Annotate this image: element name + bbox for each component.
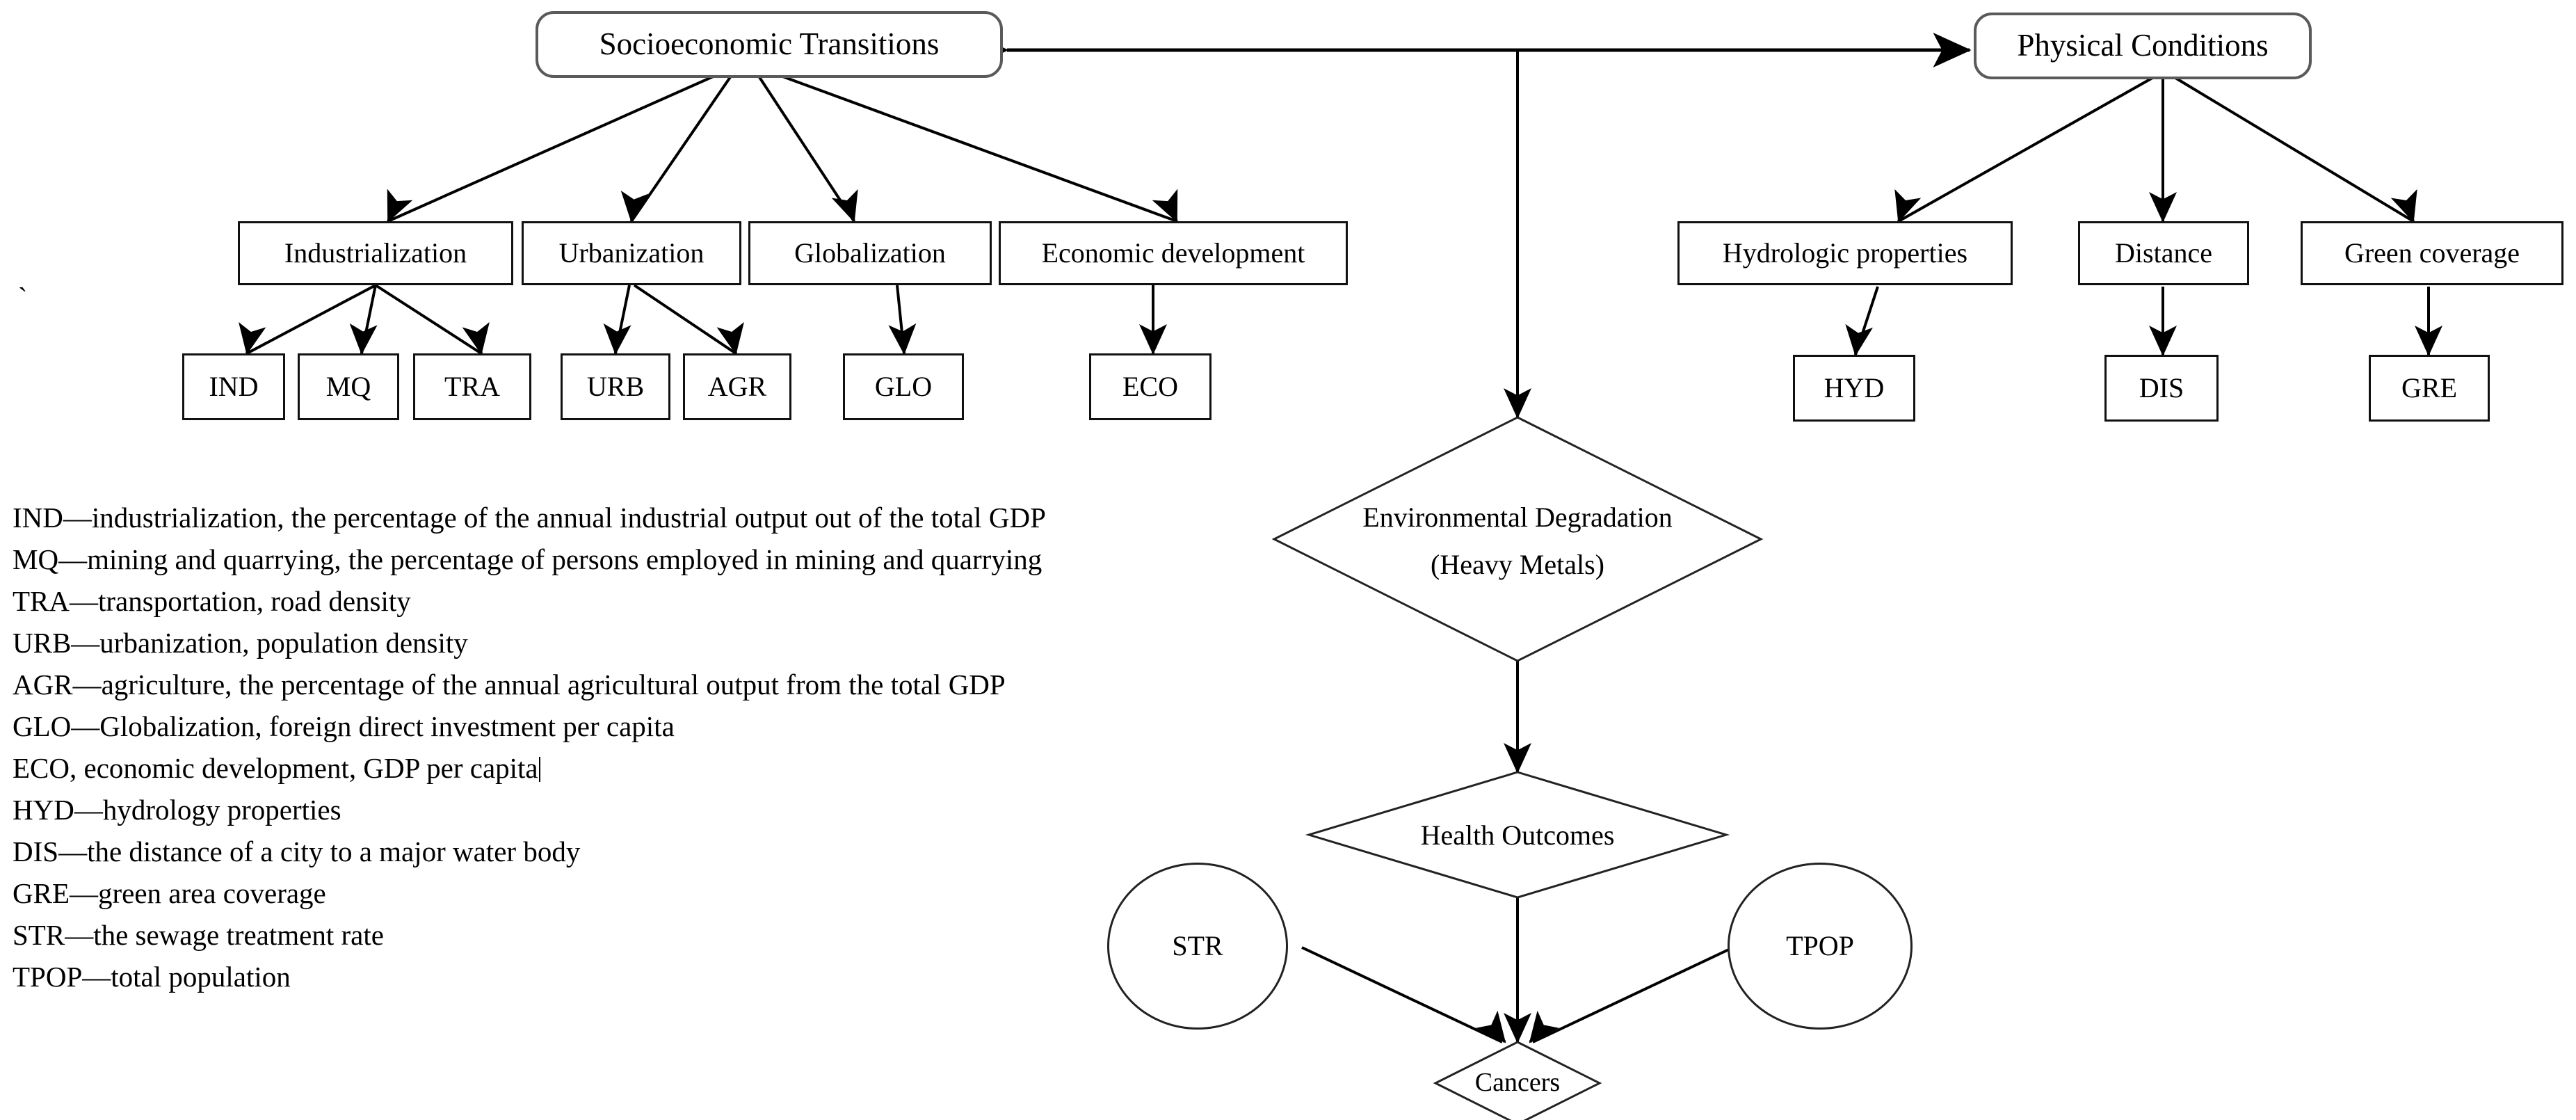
node-economic-development[interactable]: Economic development [999, 221, 1348, 285]
node-label-line1: Environmental Degradation [1362, 502, 1673, 533]
node-label: ECO [1122, 371, 1178, 402]
connector-socio-to-urbanization [630, 74, 733, 223]
node-label: TPOP [1786, 930, 1854, 961]
node-urbanization[interactable]: Urbanization [522, 221, 741, 285]
node-code-urb[interactable]: URB [561, 353, 670, 420]
node-environmental-degradation[interactable]: Environmental Degradation (Heavy Metals) [1274, 499, 1761, 583]
node-label: Urbanization [558, 237, 705, 269]
node-label: AGR [707, 371, 767, 402]
node-label: Cancers [1474, 1068, 1561, 1098]
legend-item: IND—industrialization, the percentage of… [13, 502, 1046, 534]
node-code-gre[interactable]: GRE [2369, 355, 2490, 422]
node-globalization[interactable]: Globalization [748, 221, 992, 285]
legend-item: DIS—the distance of a city to a major wa… [13, 835, 581, 867]
connector-str-to-cancers [1301, 946, 1503, 1043]
node-circle-tpop[interactable]: TPOP [1728, 863, 1913, 1030]
node-label: URB [586, 371, 645, 402]
legend-block: IND—industrialization, the percentage of… [13, 504, 1264, 1005]
node-label: STR [1172, 930, 1223, 961]
legend-item: STR—the sewage treatment rate [13, 919, 384, 951]
node-code-tra[interactable]: TRA [413, 353, 531, 420]
node-socioeconomic-transitions[interactable]: Socioeconomic Transitions [536, 11, 1003, 78]
node-label: Socioeconomic Transitions [599, 26, 940, 62]
connector-socio-to-globalization [757, 74, 855, 223]
connector-socio-to-economic-development [778, 74, 1177, 223]
node-hydrologic-properties[interactable]: Hydrologic properties [1677, 221, 2013, 285]
node-green-coverage[interactable]: Green coverage [2301, 221, 2563, 285]
node-label: DIS [2139, 372, 2184, 403]
connector-physical-to-green-coverage [2174, 77, 2415, 223]
node-label: Industrialization [284, 237, 467, 269]
node-label: IND [209, 371, 259, 402]
node-label: Physical Conditions [2017, 28, 2269, 63]
legend-item: GRE—green area coverage [13, 877, 326, 909]
node-label: Economic development [1041, 237, 1305, 269]
node-label: TRA [444, 371, 500, 402]
node-distance[interactable]: Distance [2078, 221, 2249, 285]
connector-industrialization-to-ind [246, 284, 376, 355]
legend-item: MQ—mining and quarrying, the percentage … [13, 543, 1043, 575]
node-code-eco[interactable]: ECO [1089, 353, 1211, 420]
node-label: Globalization [794, 237, 946, 269]
connector-industrialization-to-mq [360, 285, 377, 354]
node-cancers[interactable]: Cancers [1435, 1063, 1600, 1103]
legend-item-text: ECO, economic development, GDP per capit… [13, 752, 538, 784]
node-physical-conditions[interactable]: Physical Conditions [1974, 13, 2312, 79]
legend-item: HYD—hydrology properties [13, 794, 341, 826]
connector-industrialization-to-tra [374, 284, 483, 355]
node-code-dis[interactable]: DIS [2104, 355, 2219, 422]
connector-physical-to-hydrologic [1898, 77, 2153, 223]
legend-item: TPOP—total population [13, 961, 291, 993]
node-code-glo[interactable]: GLO [843, 353, 964, 420]
stray-grave-mark: ` [18, 282, 28, 313]
node-label: Distance [2115, 237, 2212, 269]
node-label: Green coverage [2344, 237, 2520, 269]
node-label: GLO [874, 371, 933, 402]
node-label-line2: (Heavy Metals) [1431, 549, 1604, 580]
node-label: HYD [1824, 372, 1885, 403]
connector-socio-to-industrialization [387, 74, 717, 223]
node-label: GRE [2401, 372, 2457, 403]
legend-item: URB—urbanization, population density [13, 627, 468, 659]
legend-item-with-caret: ECO, economic development, GDP per capit… [13, 754, 1264, 796]
node-code-mq[interactable]: MQ [298, 353, 399, 420]
connector-tpop-to-cancers [1532, 946, 1734, 1043]
connector-globalization-to-glo [896, 285, 905, 354]
text-cursor-caret [538, 757, 540, 782]
connector-urbanization-to-urb [614, 285, 631, 354]
node-health-outcomes[interactable]: Health Outcomes [1309, 815, 1726, 856]
legend-item: AGR—agriculture, the percentage of the a… [13, 669, 1006, 701]
legend-item: GLO—Globalization, foreign direct invest… [13, 710, 675, 742]
node-industrialization[interactable]: Industrialization [238, 221, 513, 285]
node-label: MQ [325, 371, 371, 402]
node-code-ind[interactable]: IND [182, 353, 285, 420]
connector-hydrologic-to-hyd [1854, 286, 1879, 355]
node-label: Hydrologic properties [1722, 237, 1968, 269]
node-code-hyd[interactable]: HYD [1793, 355, 1915, 422]
node-label: Health Outcomes [1420, 819, 1615, 851]
connector-urbanization-to-agr [633, 284, 737, 355]
legend-item: TRA—transportation, road density [13, 585, 411, 617]
node-circle-str[interactable]: STR [1107, 863, 1288, 1030]
node-code-agr[interactable]: AGR [683, 353, 791, 420]
